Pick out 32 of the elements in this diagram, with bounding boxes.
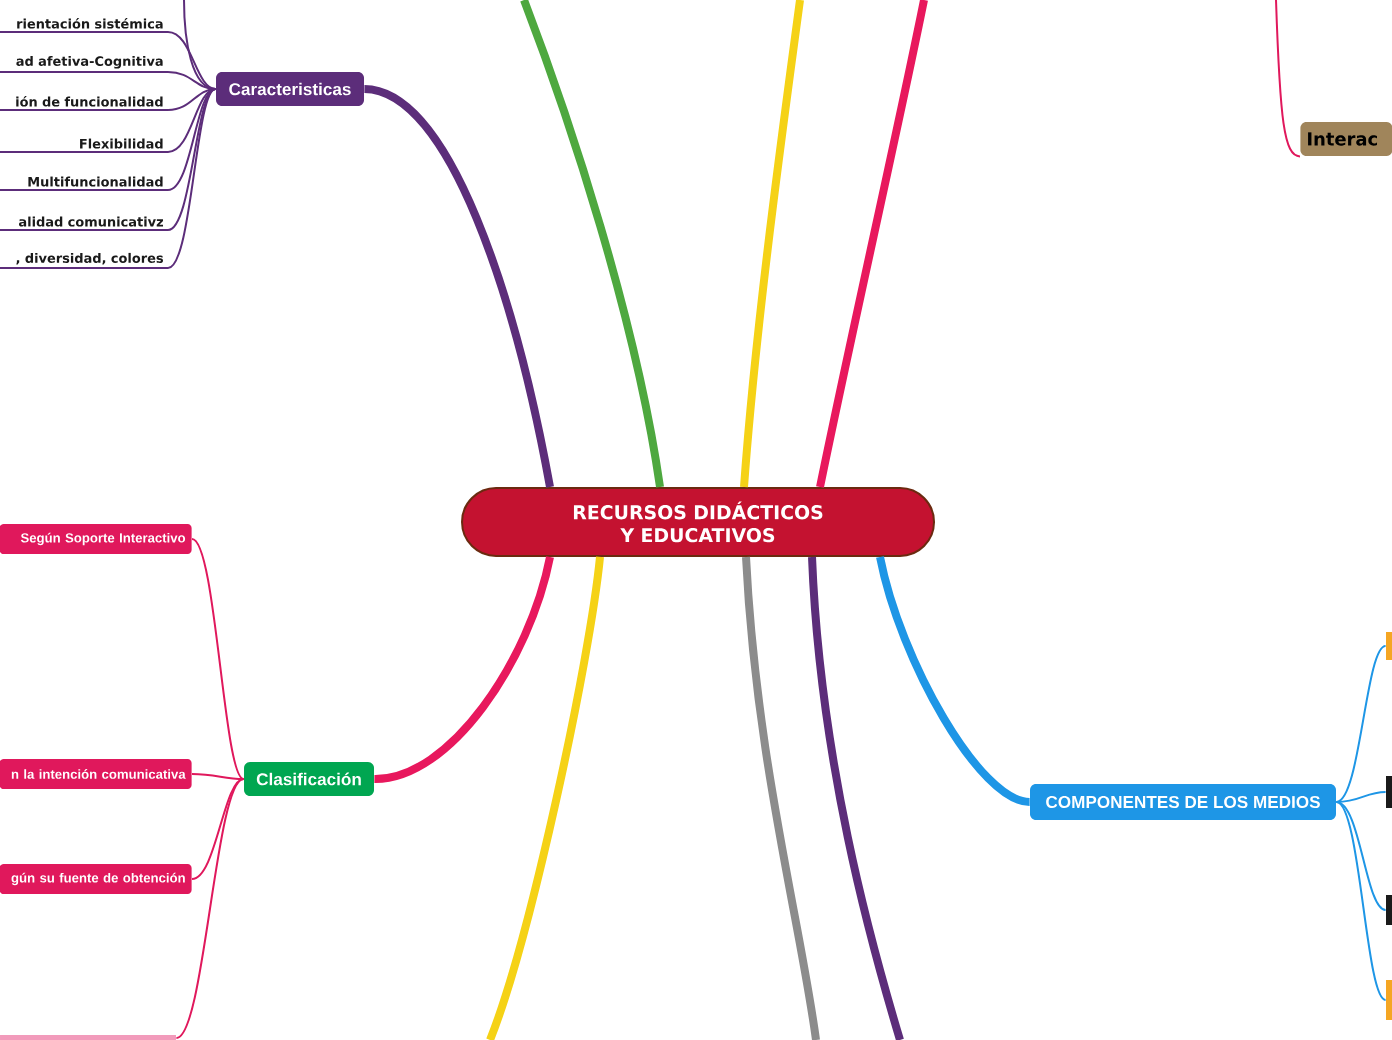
topic-box: Caracteristicas — [216, 72, 364, 106]
branch-line — [808, 556, 904, 1040]
branch-line — [742, 556, 820, 1040]
topic-box: Clasificación — [244, 762, 374, 796]
branch-line — [363, 85, 554, 488]
partial-box — [1386, 895, 1392, 925]
branch-line — [167, 88, 217, 111]
partial-box — [0, 1035, 176, 1040]
topic-box: Interac — [1300, 122, 1392, 156]
topic-box: COMPONENTES DE LOS MEDIOS — [1030, 784, 1336, 820]
branch-line — [1335, 801, 1387, 911]
branch-line — [520, 0, 664, 488]
branch-line — [167, 88, 217, 231]
branch-line — [175, 778, 245, 1039]
branch-line — [167, 71, 217, 90]
branch-line — [1335, 791, 1387, 803]
branch-line — [740, 0, 804, 488]
branch-line — [191, 778, 245, 880]
branch-line — [191, 773, 245, 780]
branch-line — [167, 88, 217, 191]
branch-line — [816, 0, 928, 488]
partial-box — [1386, 776, 1392, 808]
partial-box — [1386, 980, 1392, 1020]
branch-line — [167, 31, 217, 90]
central-topic-box: RECURSOS DIDÁCTICOS Y EDUCATIVOS — [461, 487, 935, 557]
branch-line — [486, 556, 604, 1040]
branch-line — [876, 556, 1031, 806]
branch-line — [1275, 0, 1301, 158]
branch-line — [373, 556, 554, 783]
partial-box — [1386, 632, 1392, 660]
branch-line — [191, 538, 245, 780]
branch-line — [167, 88, 217, 269]
